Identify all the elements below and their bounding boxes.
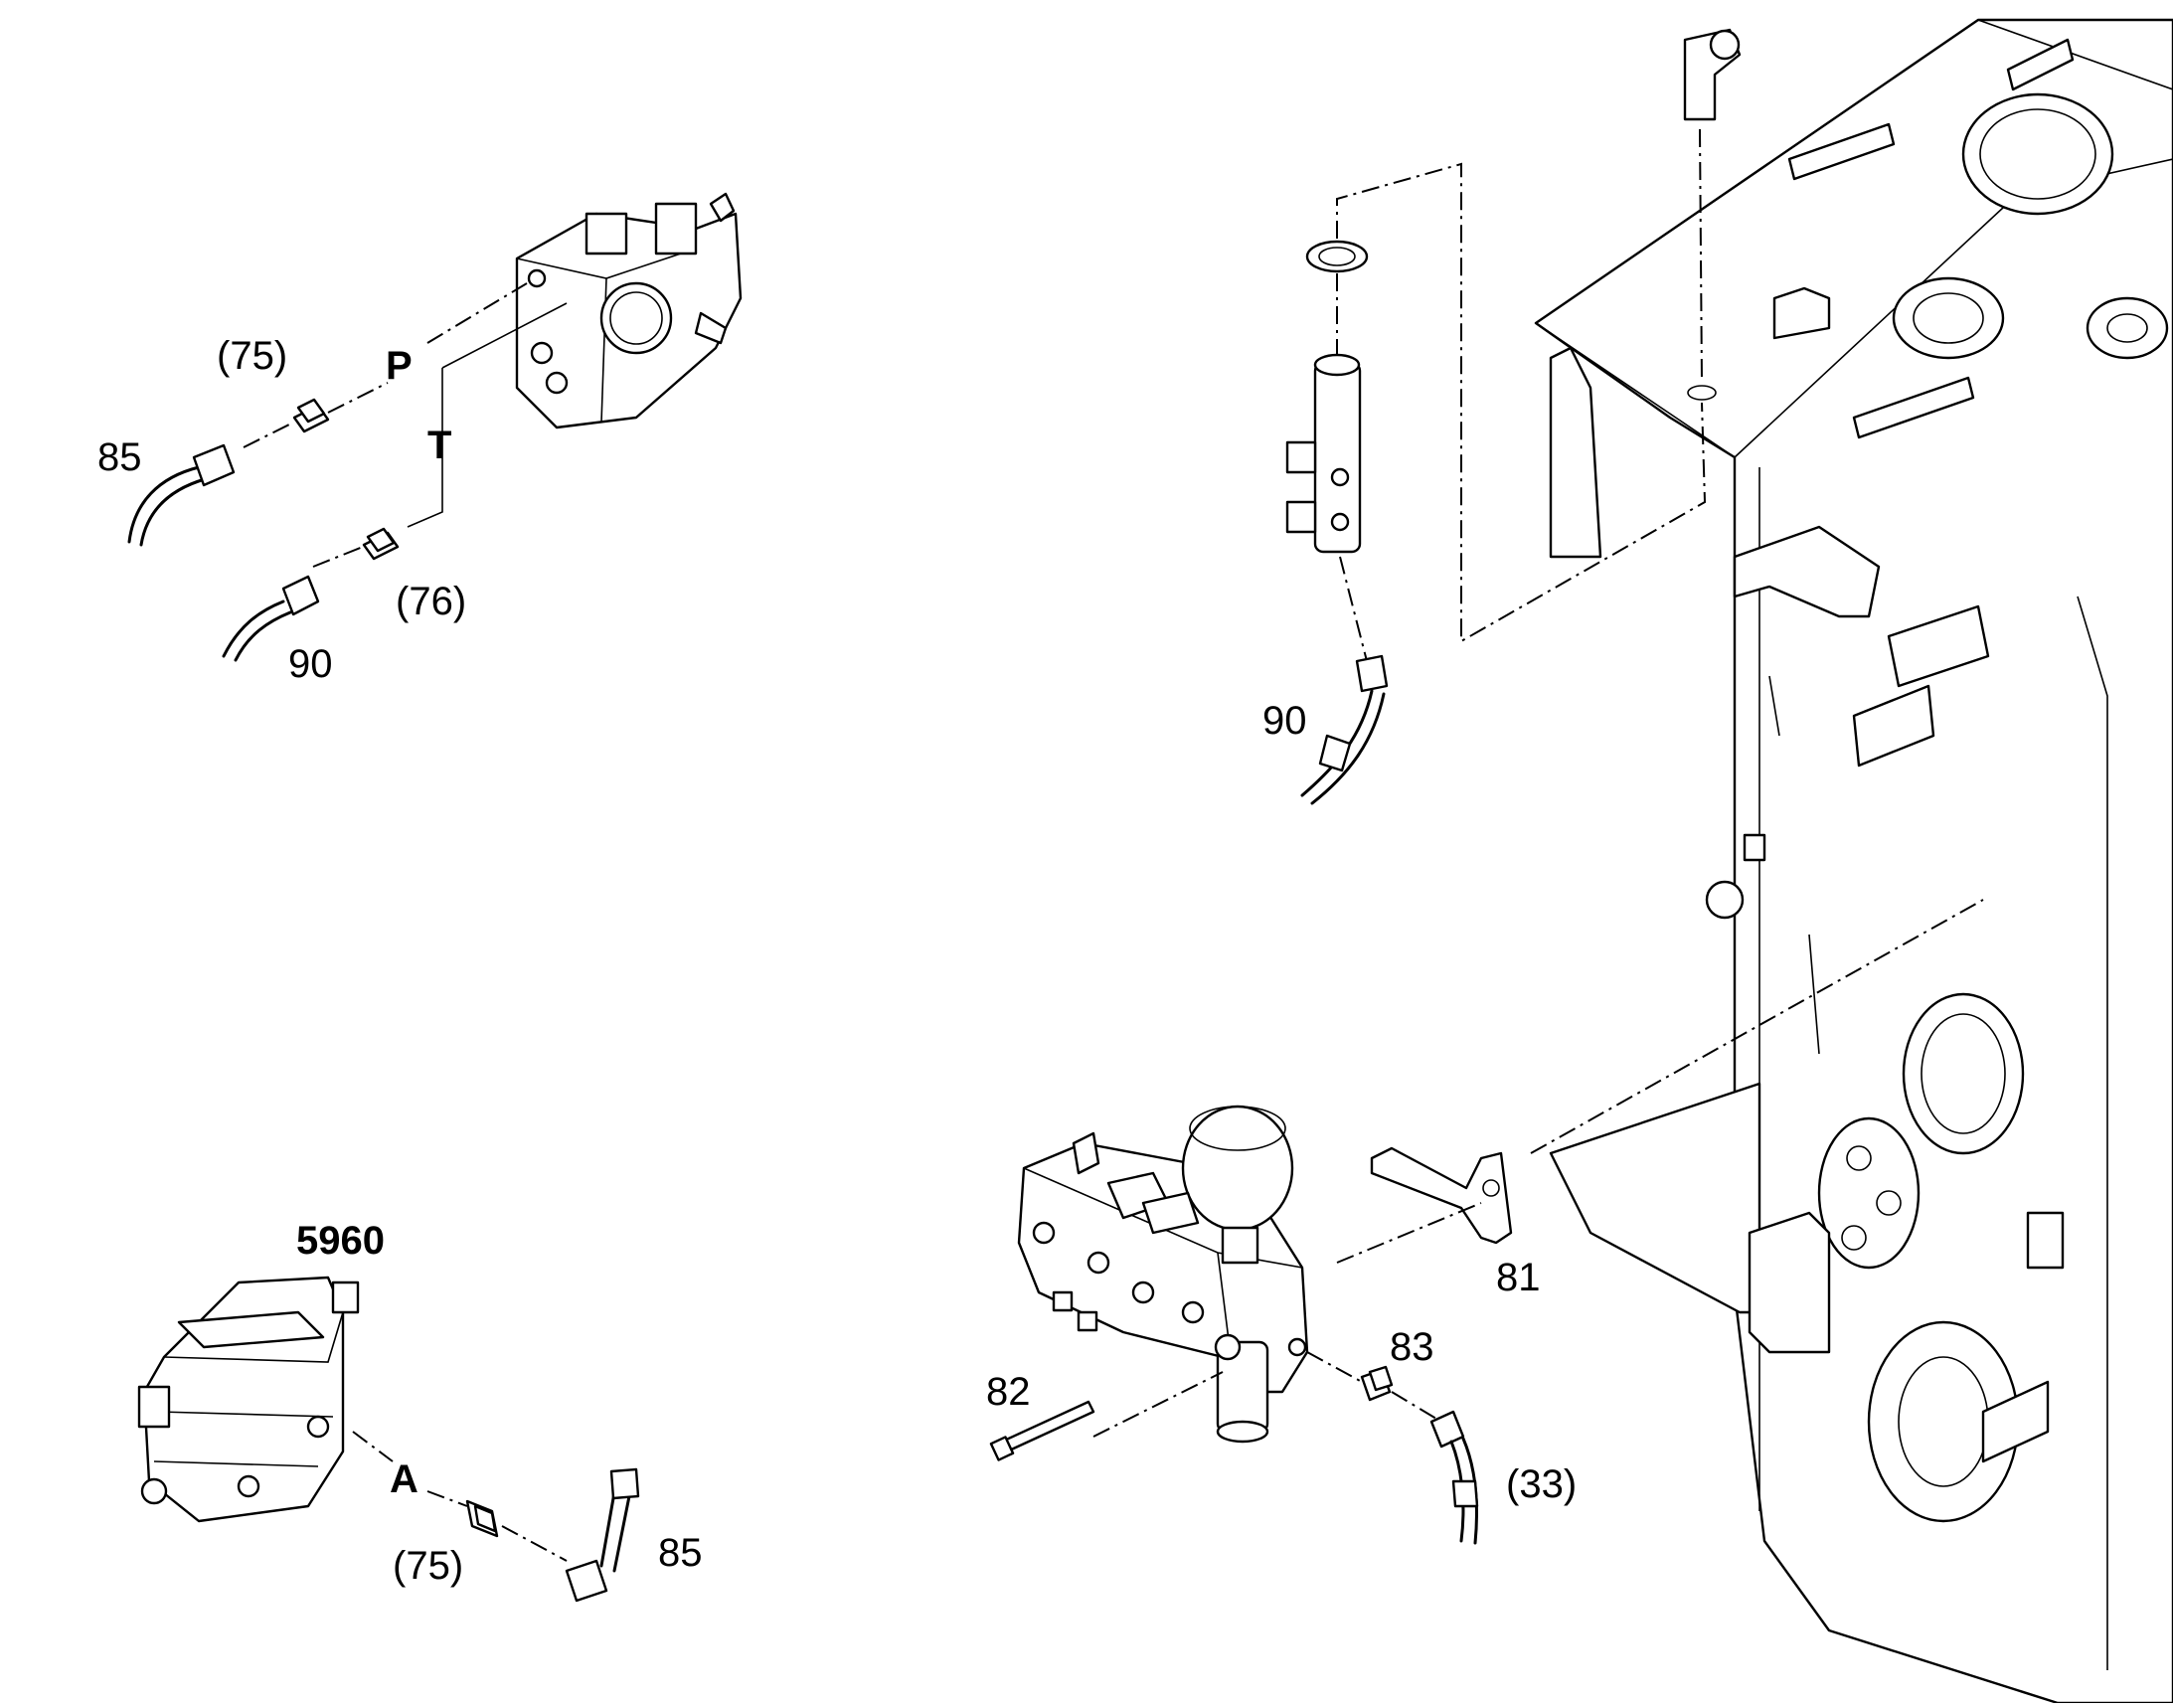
hydraulic-manifold-block [1017,1105,1309,1444]
fitting-75-bottom [465,1499,499,1538]
hose-85-bottom [565,1467,640,1603]
label-hose-90-top: 90 [288,642,333,686]
label-hose-85-top: 85 [97,435,142,479]
label-assembly-5960: 5960 [296,1219,385,1263]
bracket-81 [1370,1146,1513,1245]
bottom-valve-assembly [137,1276,360,1523]
label-bolt-82: 82 [986,1370,1031,1414]
hose-90-right [1300,654,1389,805]
top-valve-block [515,192,743,429]
bolt-82 [989,1400,1095,1461]
label-port-a: A [390,1457,418,1501]
leader-p [426,282,528,344]
fitting-83 [1360,1365,1394,1402]
oring [1305,240,1369,273]
filter-housing [1285,353,1362,554]
label-fitting-76: (76) [396,580,467,623]
fitting-75-top [292,398,330,433]
housing-frame [1534,18,2173,1705]
label-fitting-75-bottom: (75) [393,1544,464,1588]
leader-t [407,368,443,528]
label-port-t: T [427,424,452,467]
fitting-76-top [362,527,400,561]
label-bracket-81: 81 [1496,1256,1541,1299]
label-hose-85-bottom: 85 [658,1531,703,1575]
label-fitting-75-top: (75) [217,334,288,378]
label-hose-90-right: 90 [1262,699,1307,743]
label-hose-33: (33) [1506,1462,1578,1506]
hose-33 [1429,1410,1479,1545]
label-port-p: P [386,344,413,388]
hose-85-top [127,443,236,547]
hose-90-top [222,575,320,662]
leader-75 [243,422,294,448]
label-fitting-83: 83 [1390,1325,1434,1369]
elbow-fitting-top [1683,28,1742,121]
